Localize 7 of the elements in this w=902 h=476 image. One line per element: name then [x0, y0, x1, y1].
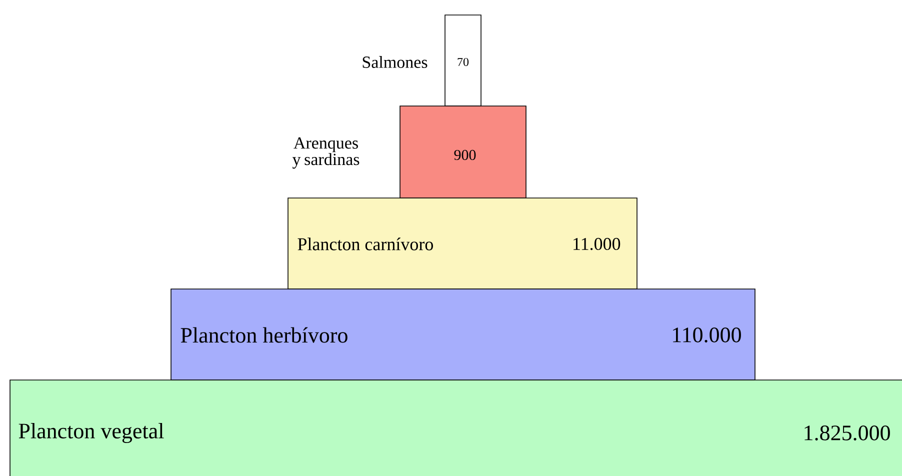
pyramid-level: Plancton carnívoro 11.000: [288, 198, 638, 290]
pyramid-level: Plancton vegetal 1.825.000: [10, 380, 902, 476]
pyramid-level: 70: [444, 14, 482, 106]
level-label: Salmones: [362, 56, 428, 68]
pyramid-level: Plancton herbívoro 110.000: [170, 288, 756, 380]
level-label: Arenques y sardinas: [292, 137, 360, 169]
pyramid-level: 900: [400, 106, 526, 198]
